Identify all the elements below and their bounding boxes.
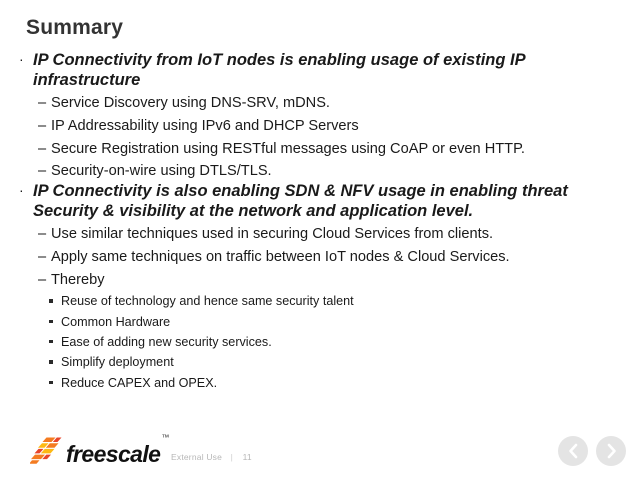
bullet-text: Thereby	[51, 271, 105, 288]
bullet-marker-icon	[49, 339, 53, 344]
bullet-text: Reuse of technology and hence same secur…	[61, 294, 354, 309]
bullet-marker-icon	[49, 380, 53, 385]
bullet-text: IP Addressability using IPv6 and DHCP Se…	[51, 117, 359, 134]
bullet-text: Use similar techniques used in securing …	[51, 226, 494, 243]
bullet-text: IP Connectivity is also enabling SDN & N…	[33, 181, 568, 221]
bullet-level-1: · IP Connectivity is also enabling SDN & …	[0, 181, 638, 221]
bullet-text: Simplify deployment	[61, 355, 174, 370]
bullet-text: Service Discovery using DNS-SRV, mDNS.	[51, 95, 330, 112]
bullet-level-3: Reuse of technology and hence same secur…	[0, 293, 638, 309]
bullet-marker-icon: ·	[19, 51, 24, 67]
bullet-level-3: Reduce CAPEX and OPEX.	[0, 375, 638, 391]
bullet-level-2: –Thereby	[0, 271, 638, 290]
footer-meta: External Use | 11	[171, 452, 252, 462]
freescale-logo-mark-icon	[29, 435, 64, 465]
bullet-marker-icon: –	[38, 117, 47, 134]
bullet-marker-icon	[49, 319, 53, 324]
bullet-marker-icon: –	[38, 95, 47, 112]
bullet-level-3: Common Hardware	[0, 314, 638, 330]
bullet-level-3: Ease of adding new security services.	[0, 334, 638, 350]
slide-body: · IP Connectivity from IoT nodes is enabl…	[0, 50, 638, 391]
chevron-right-icon	[606, 443, 617, 459]
bullet-marker-icon: –	[38, 226, 47, 243]
bullet-text: Apply same techniques on traffic between…	[51, 248, 510, 265]
freescale-wordmark: freescale™	[66, 434, 169, 467]
bullet-level-2: –Security-on-wire using DTLS/TLS.	[0, 162, 638, 181]
bullet-marker-icon: –	[38, 163, 47, 180]
page-title: Summary	[26, 16, 124, 39]
bullet-level-3: Simplify deployment	[0, 354, 638, 370]
bullet-text: Security-on-wire using DTLS/TLS.	[51, 163, 272, 180]
page-number: 11	[242, 452, 252, 462]
bullet-level-1: · IP Connectivity from IoT nodes is enabl…	[0, 50, 638, 90]
bullet-level-2: –Use similar techniques used in securing…	[0, 225, 638, 244]
classification-label: External Use	[171, 452, 223, 462]
previous-slide-button[interactable]	[558, 436, 588, 466]
bullet-marker-icon: –	[38, 271, 47, 288]
freescale-logo: freescale™	[29, 434, 169, 467]
bullet-text: Secure Registration using RESTful messag…	[51, 140, 525, 157]
bullet-level-2: –Service Discovery using DNS-SRV, mDNS.	[0, 94, 638, 113]
bullet-level-2: –IP Addressability using IPv6 and DHCP S…	[0, 117, 638, 136]
chevron-left-icon	[568, 443, 579, 459]
freescale-wordmark-text: freescale	[66, 441, 161, 467]
bullet-level-2: –Secure Registration using RESTful messa…	[0, 140, 638, 159]
bullet-marker-icon	[49, 299, 53, 303]
next-slide-button[interactable]	[596, 436, 626, 466]
bullet-marker-icon	[49, 360, 53, 364]
slide-navigation	[558, 436, 626, 466]
bullet-text: Reduce CAPEX and OPEX.	[61, 375, 218, 390]
bullet-marker-icon: ·	[19, 181, 24, 198]
slide-footer: freescale™ External Use | 11	[0, 418, 638, 478]
bullet-marker-icon: –	[38, 140, 47, 157]
bullet-text: Common Hardware	[61, 314, 171, 329]
footer-separator: |	[230, 452, 234, 462]
trademark-symbol: ™	[161, 433, 169, 442]
bullet-marker-icon: –	[38, 248, 47, 265]
bullet-text: Ease of adding new security services.	[61, 334, 272, 349]
bullet-level-2: –Apply same techniques on traffic betwee…	[0, 248, 638, 267]
bullet-text: IP Connectivity from IoT nodes is enabli…	[33, 51, 526, 90]
